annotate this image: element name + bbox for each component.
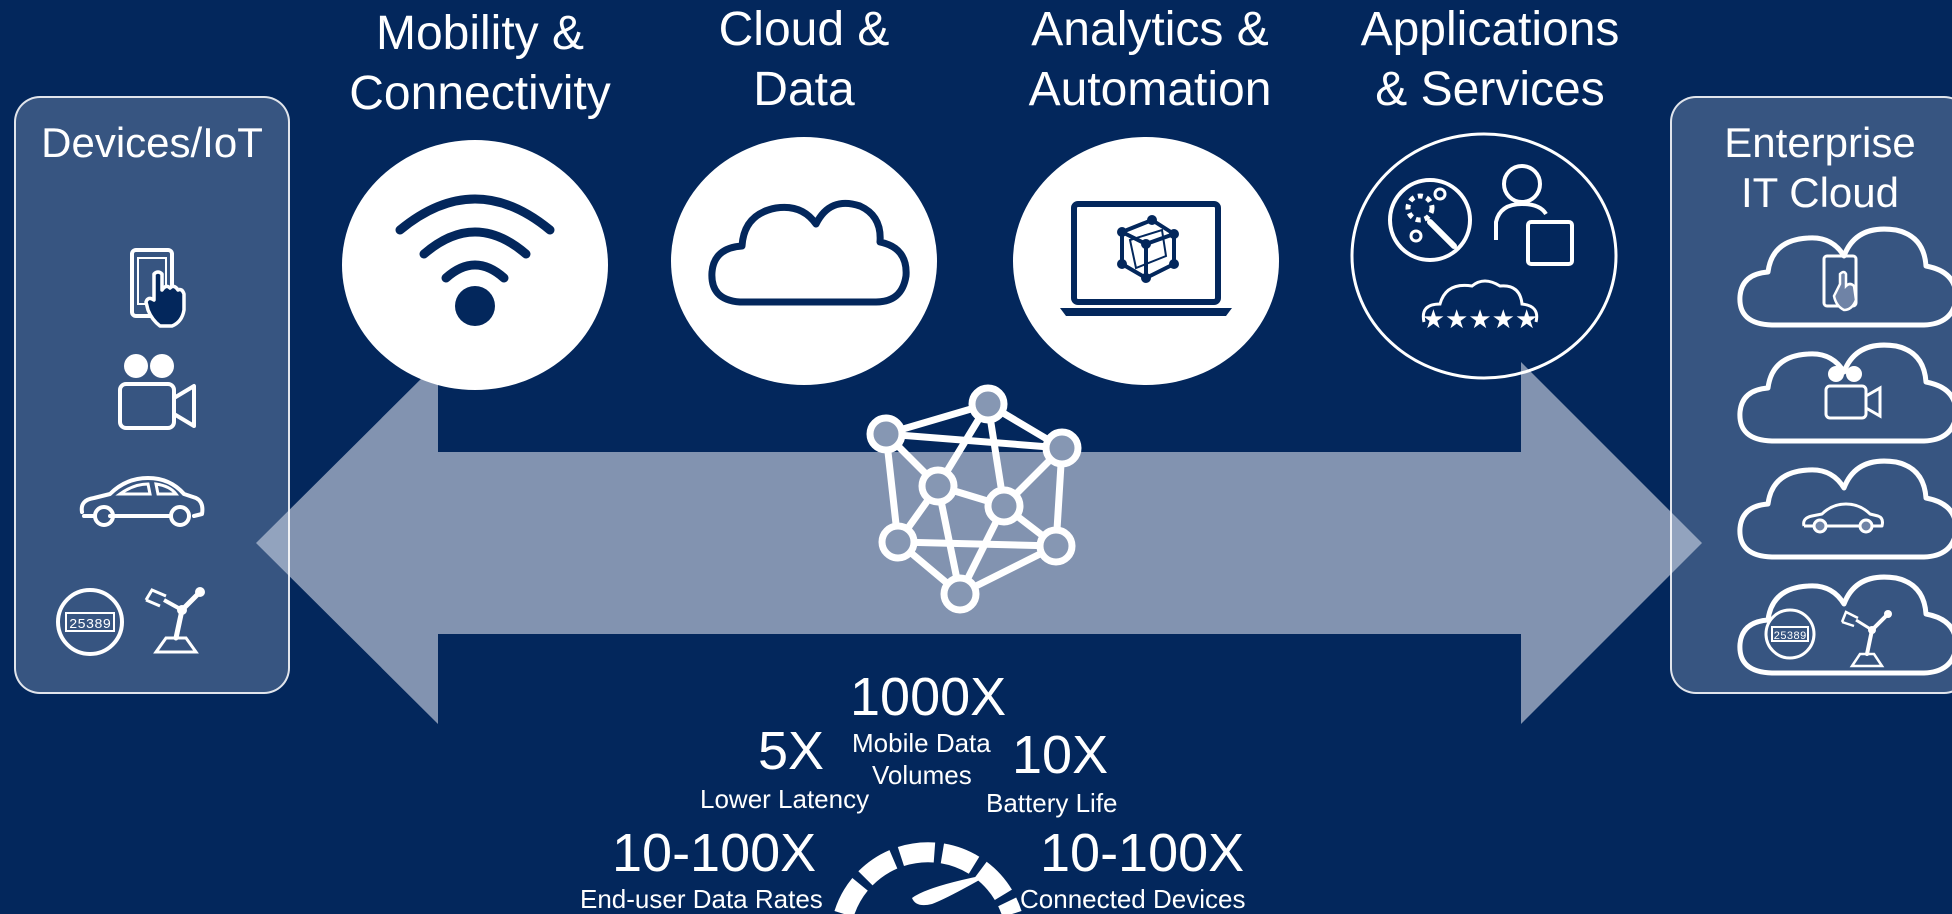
metric-devices-label: Connected Devices (1020, 884, 1246, 914)
pillar-cloud-circle (671, 137, 937, 385)
metric-latency-label: Lower Latency (700, 784, 870, 814)
metric-battery-value: 10X (1012, 725, 1109, 785)
metric-data-rates-value: 10-100X (612, 823, 817, 883)
pillar-applications-circle: ★★★★★ (1350, 132, 1618, 380)
cloud-tablet-icon (1737, 226, 1952, 328)
enterprise-title-line2: IT Cloud (1741, 169, 1899, 216)
video-camera-icon (118, 354, 196, 430)
meter-robot-arm-icon: 25389 (56, 587, 205, 656)
pillar-mobility-heading: Mobility & Connectivity (330, 4, 630, 124)
enterprise-it-cloud-panel: Enterprise IT Cloud 25389 (1670, 96, 1952, 694)
metric-battery-label: Battery Life (986, 788, 1118, 818)
cloud-car-icon (1737, 458, 1952, 560)
enterprise-title-line1: Enterprise (1724, 119, 1916, 166)
pillar-cloud-line1: Cloud & (718, 3, 890, 56)
car-icon (79, 476, 205, 527)
cloud-meter-robot-icon: 25389 (1737, 574, 1952, 676)
laptop-cube-icon (1060, 201, 1232, 316)
wifi-icon (395, 194, 555, 326)
pillar-analytics-line2: Automation (1028, 63, 1272, 116)
metric-mobile-data-label-line2: Volumes (872, 760, 972, 790)
pillar-mobility-circle (342, 140, 608, 390)
metric-latency-value: 5X (758, 721, 825, 781)
devices-iot-panel: Devices/IoT 25389 (14, 96, 290, 694)
cloud-meter-digits: 25389 (1773, 631, 1806, 643)
pillar-applications-line1: Applications (1360, 3, 1620, 56)
pillar-mobility-line1: Mobility & (375, 7, 585, 60)
devices-iot-title: Devices/IoT (41, 119, 263, 166)
pillar-cloud-line2: Data (753, 63, 855, 116)
pillar-analytics-heading: Analytics & Automation (990, 0, 1310, 120)
pillar-analytics-circle (1013, 137, 1279, 385)
tablet-touch-icon (130, 248, 186, 328)
svg-text:★★★★★: ★★★★★ (1422, 305, 1539, 335)
cloud-icon (708, 199, 910, 306)
network-nodes-icon (866, 384, 1082, 614)
services-icon: ★★★★★ (1388, 164, 1574, 335)
metric-data-rates-label: End-user Data Rates (580, 884, 823, 914)
pillar-mobility-line2: Connectivity (349, 67, 611, 120)
pillar-applications-heading: Applications & Services (1330, 0, 1650, 120)
cloud-icons-stack: 25389 (1737, 226, 1952, 676)
cloud-camera-icon (1737, 342, 1952, 444)
metric-devices-value: 10-100X (1040, 823, 1245, 883)
pillar-cloud-heading: Cloud & Data (654, 0, 954, 120)
metric-mobile-data-label-line1: Mobile Data (852, 728, 991, 758)
pillar-analytics-line1: Analytics & (1031, 3, 1269, 56)
speedometer-icon (834, 842, 1022, 914)
pillar-applications-line2: & Services (1375, 63, 1605, 116)
meter-digits: 25389 (69, 617, 111, 633)
metric-mobile-data-value: 1000X (850, 667, 1007, 727)
